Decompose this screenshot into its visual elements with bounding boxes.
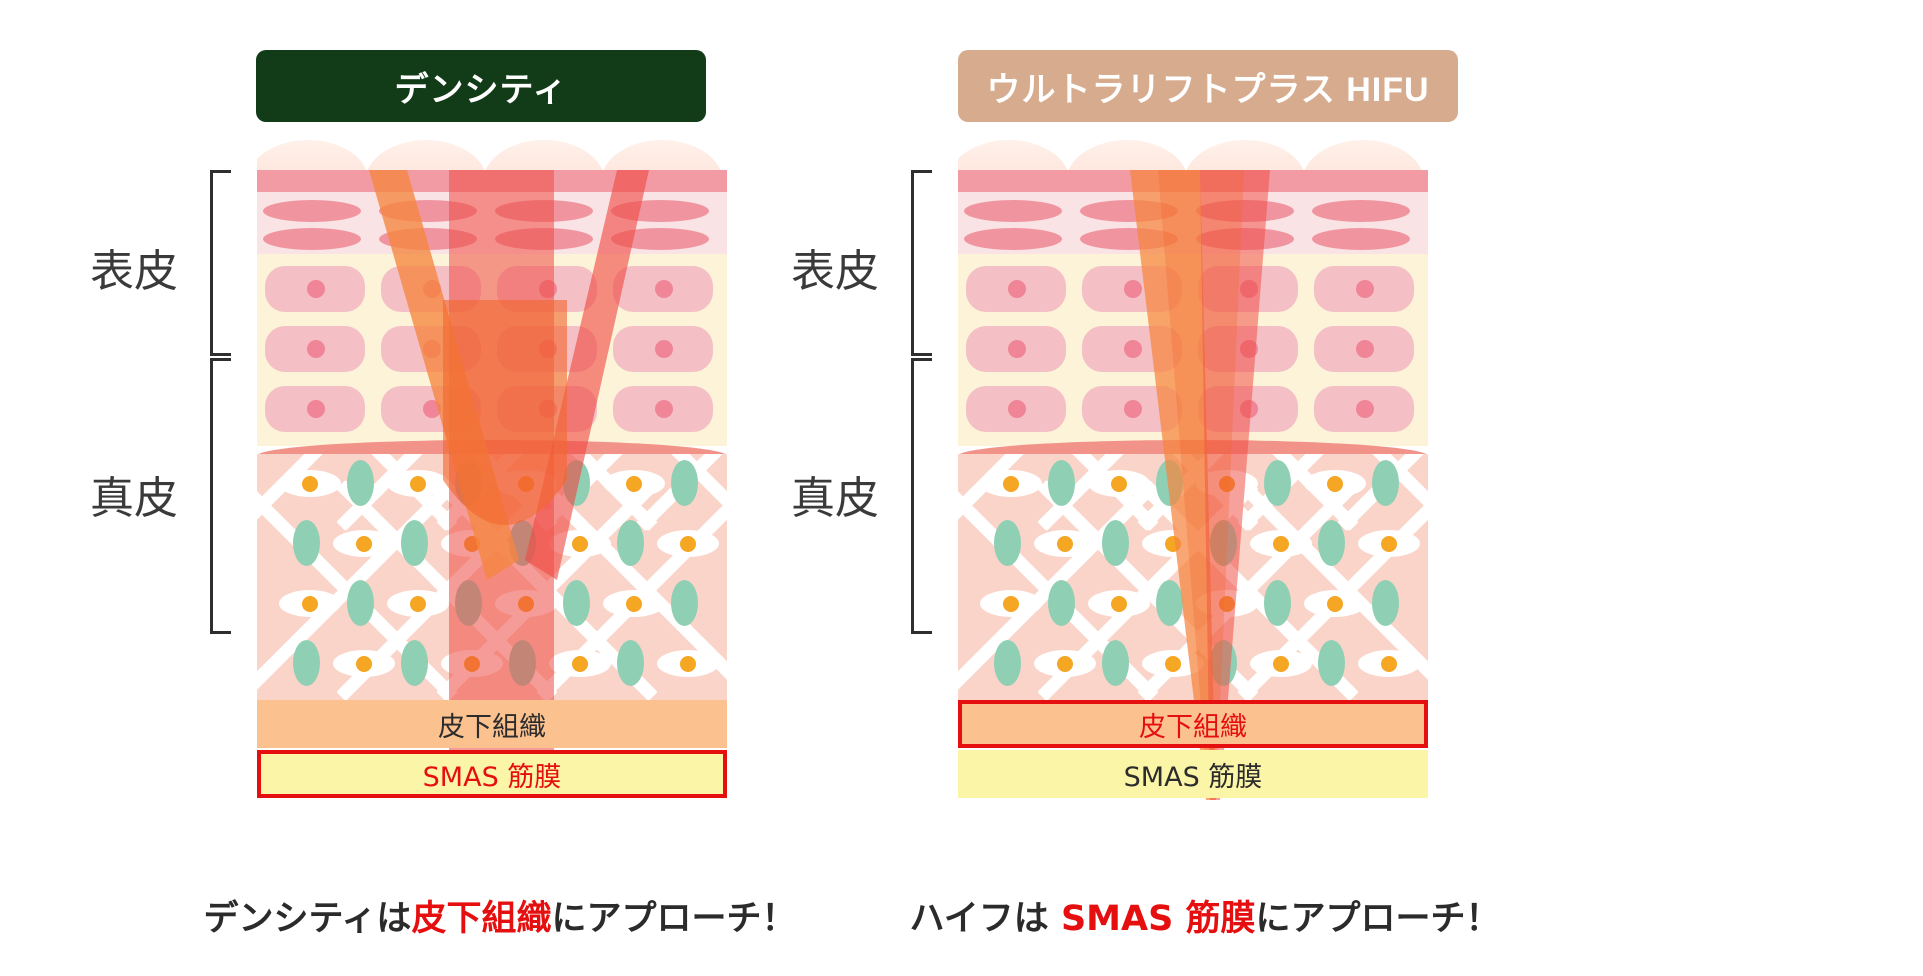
caption-prefix: デンシティは [203,899,412,939]
layer-subcutaneous-hifu-highlighted: 皮下組織 [958,700,1428,748]
label-epidermis-hifu: 表皮 [791,246,879,297]
label-dermis-hifu: 真皮 [791,473,879,524]
caption-emphasis: 皮下組織 [411,899,552,939]
caption-suffix-hifu: にアプローチ！ [1255,899,1501,939]
epidermis-lower-layer-hifu [958,254,1428,446]
epidermis-upper-layer-hifu [958,192,1428,254]
dermis-layer-hifu [958,454,1428,700]
panel-header-hifu: ウルトラリフトプラス HIFU [958,50,1458,122]
stratum-corneum-band [257,170,727,192]
caption-suffix: にアプローチ！ [551,899,797,939]
label-dermis: 真皮 [90,473,178,524]
skin-cross-section-hifu [958,140,1428,700]
epidermis-upper-layer [257,192,727,254]
caption-hifu: ハイフは SMAS 筋膜にアプローチ！ [775,890,1635,941]
dermis-layer [257,454,727,700]
layer-smas-hifu: SMAS 筋膜 [958,750,1428,798]
stratum-corneum-band-hifu [958,170,1428,192]
bracket-dermis [210,358,231,634]
bracket-epidermis-hifu [911,170,932,356]
caption-density: デンシティは皮下組織にアプローチ！ [70,890,930,941]
layer-smas-density-highlighted: SMAS 筋膜 [257,750,727,798]
skin-cross-section-density [257,140,727,700]
layer-subcutaneous-density: 皮下組織 [257,700,727,748]
panel-hifu: ウルトラリフトプラス HIFU 表皮 真皮 [775,0,1635,976]
caption-emphasis-hifu: SMAS 筋膜 [1060,899,1256,939]
panel-header-density: デンシティ [256,50,706,122]
caption-prefix-hifu: ハイフは [909,899,1061,939]
epidermis-lower-layer [257,254,727,446]
label-epidermis: 表皮 [90,246,178,297]
bracket-epidermis [210,170,231,356]
bracket-dermis-hifu [911,358,932,634]
